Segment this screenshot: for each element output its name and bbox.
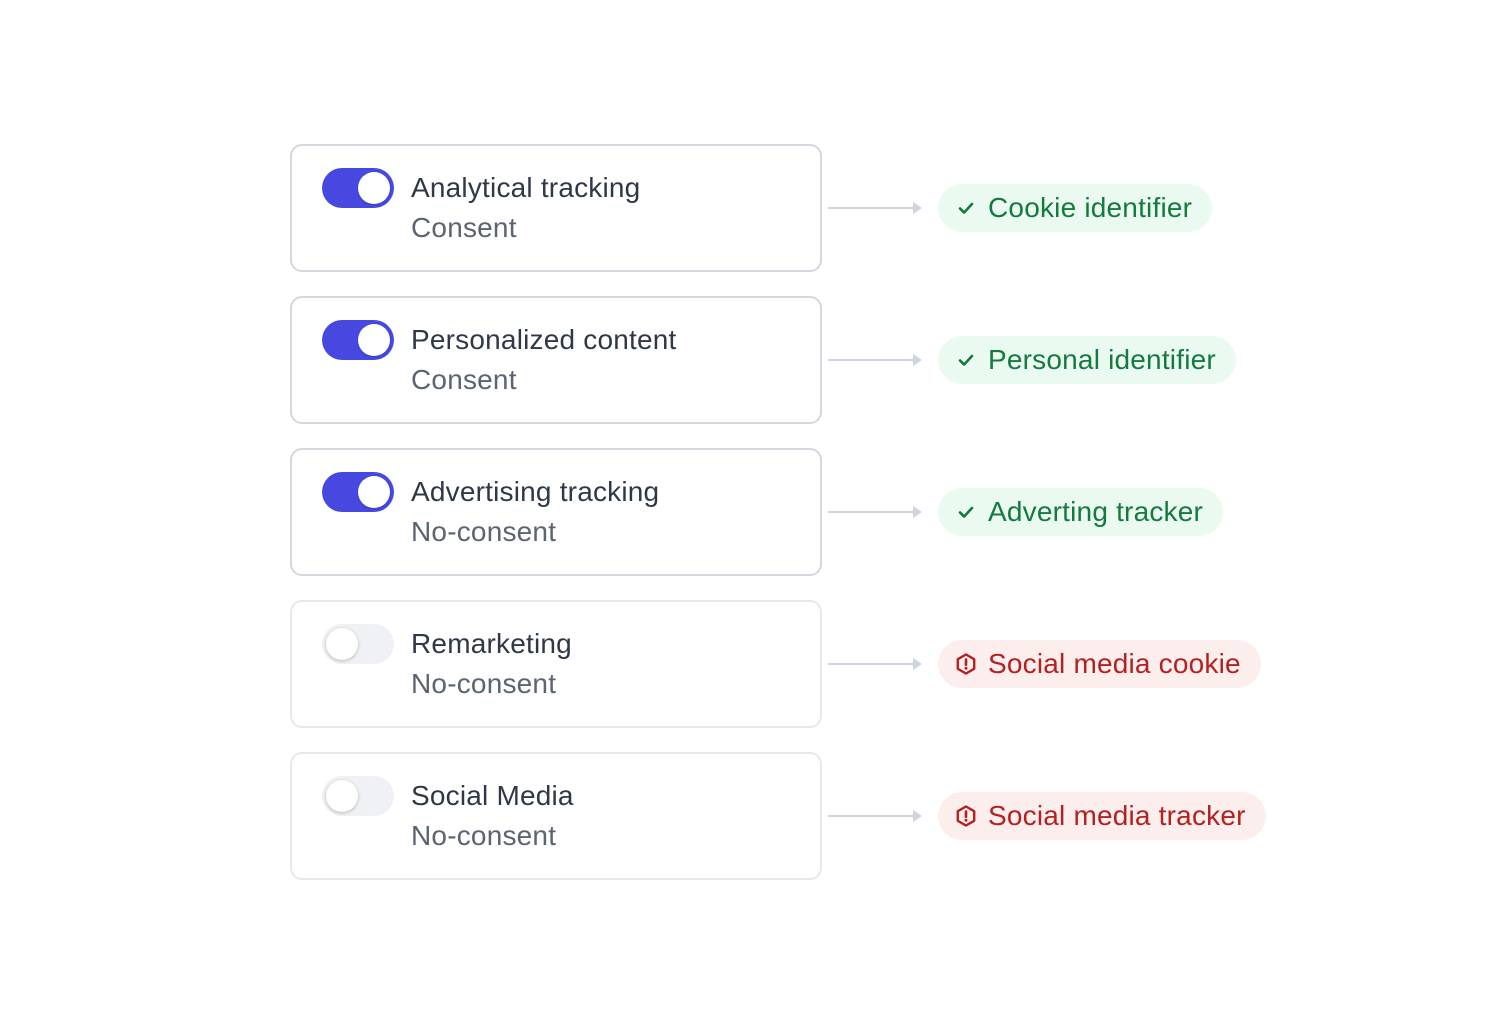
- consent-row: Personalized content Consent Personal id…: [290, 296, 1280, 424]
- toggle-knob: [358, 324, 390, 356]
- check-icon: [954, 500, 978, 524]
- tracking-category-card: Remarketing No-consent: [290, 600, 822, 728]
- category-title: Analytical tracking: [411, 172, 641, 203]
- consent-toggle[interactable]: [322, 168, 394, 208]
- consent-status: No-consent: [411, 516, 557, 547]
- arrow-connector: [828, 506, 922, 518]
- category-title: Personalized content: [411, 324, 677, 355]
- arrow-connector: [828, 810, 922, 822]
- consent-toggle[interactable]: [322, 320, 394, 360]
- arrow-connector: [828, 658, 922, 670]
- consent-row: Social Media No-consent Social media tra…: [290, 752, 1280, 880]
- toggle-knob: [358, 476, 390, 508]
- badge-label: Cookie identifier: [988, 192, 1193, 223]
- arrow-connector: [828, 354, 922, 366]
- check-icon: [954, 348, 978, 372]
- check-icon: [954, 196, 978, 220]
- consent-toggle[interactable]: [322, 624, 394, 664]
- badge-label: Adverting tracker: [988, 496, 1204, 527]
- identifier-badge: Cookie identifier: [938, 184, 1213, 232]
- consent-row: Advertising tracking No-consent Advertin…: [290, 448, 1280, 576]
- consent-status: No-consent: [411, 668, 557, 699]
- identifier-badge: Adverting tracker: [938, 488, 1224, 536]
- alert-octagon-icon: [954, 804, 978, 828]
- alert-octagon-icon: [954, 652, 978, 676]
- badge-label: Social media cookie: [988, 648, 1241, 679]
- arrow-connector: [828, 202, 922, 214]
- consent-row: Remarketing No-consent Social media cook…: [290, 600, 1280, 728]
- consent-toggle[interactable]: [322, 472, 394, 512]
- category-title: Social Media: [411, 780, 574, 811]
- toggle-knob: [358, 172, 390, 204]
- category-title: Advertising tracking: [411, 476, 660, 507]
- identifier-badge: Personal identifier: [938, 336, 1236, 384]
- identifier-badge: Social media cookie: [938, 640, 1261, 688]
- consent-status: Consent: [411, 364, 517, 395]
- toggle-knob: [326, 628, 358, 660]
- badge-label: Personal identifier: [988, 344, 1216, 375]
- consent-status: Consent: [411, 212, 517, 243]
- category-title: Remarketing: [411, 628, 572, 659]
- tracking-category-card: Advertising tracking No-consent: [290, 448, 822, 576]
- consent-toggle[interactable]: [322, 776, 394, 816]
- identifier-badge: Social media tracker: [938, 792, 1266, 840]
- tracking-category-card: Personalized content Consent: [290, 296, 822, 424]
- badge-label: Social media tracker: [988, 800, 1246, 831]
- tracking-category-card: Analytical tracking Consent: [290, 144, 822, 272]
- tracking-category-card: Social Media No-consent: [290, 752, 822, 880]
- toggle-knob: [326, 780, 358, 812]
- consent-status: No-consent: [411, 820, 557, 851]
- consent-row: Analytical tracking Consent Cookie ident…: [290, 144, 1280, 272]
